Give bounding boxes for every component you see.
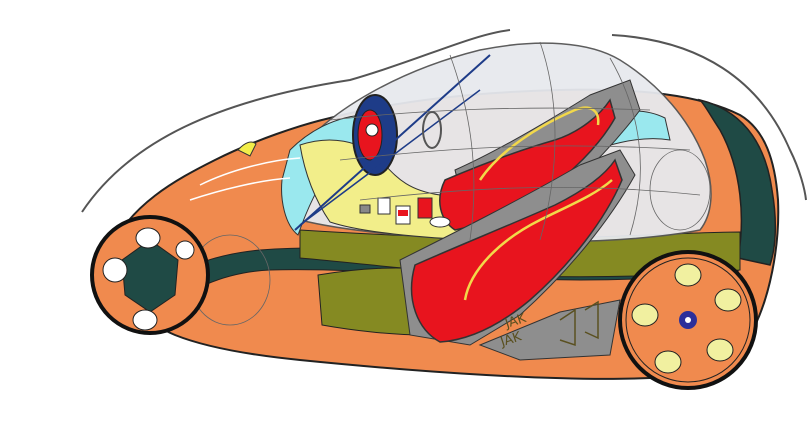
- signature-line-2: JAK: [498, 329, 524, 350]
- signature-chevrons: [559, 300, 599, 347]
- dashboard-items: [359, 197, 451, 228]
- artist-signature: JAK JAK: [498, 311, 529, 351]
- signature-line-1: JAK: [502, 311, 528, 332]
- rear-wheel: [618, 250, 758, 390]
- front-wheel: [90, 215, 210, 335]
- body-accent-lines: [189, 157, 301, 201]
- speed-line-rear: [611, 34, 807, 201]
- rearview-mirror: [422, 111, 442, 149]
- canopy-wireframe: [189, 41, 711, 326]
- front-seat: [399, 149, 636, 361]
- speed-line-upper: [81, 29, 511, 213]
- front-yellow-light: [237, 141, 257, 157]
- rear-dark-panel: [697, 98, 777, 266]
